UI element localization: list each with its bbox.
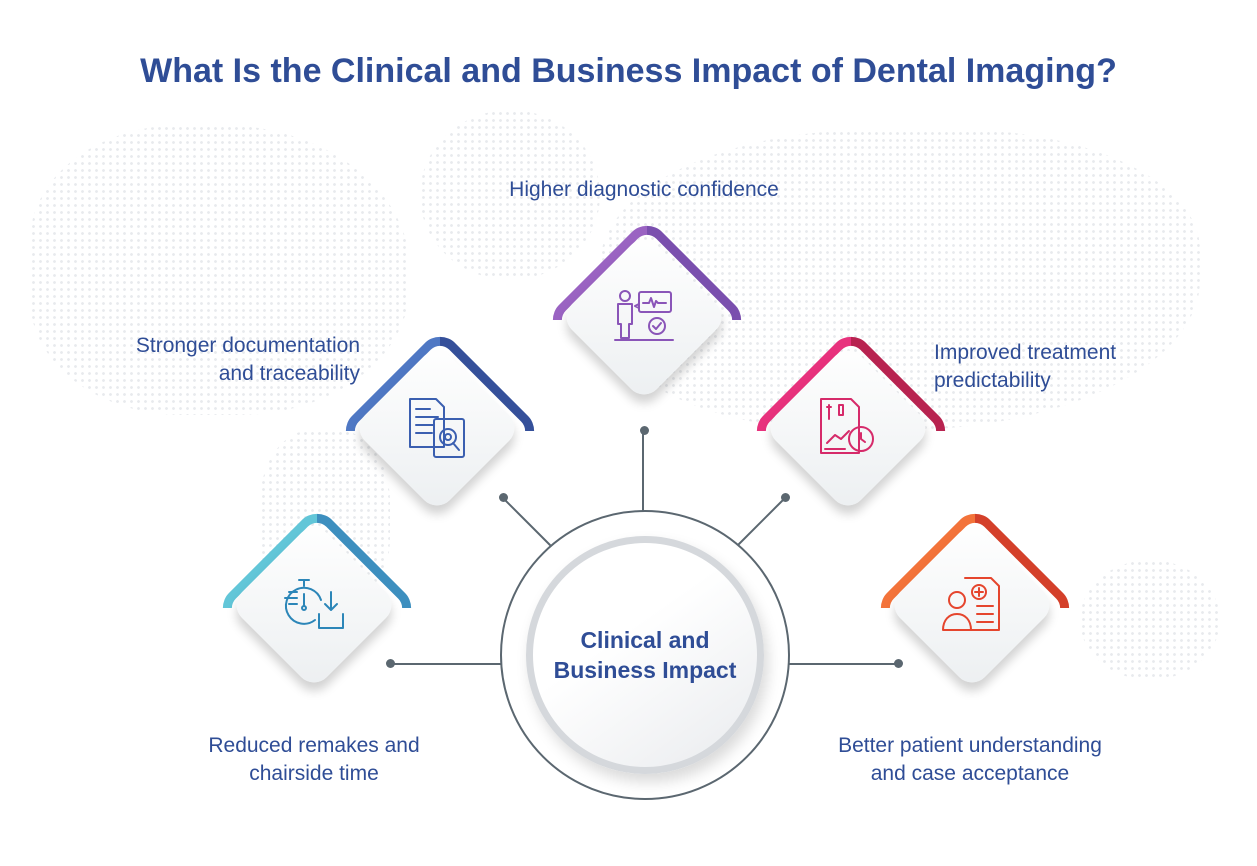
label-line: Higher diagnostic confidence (509, 178, 779, 201)
diamond-improved-treatment-predictability (747, 327, 955, 535)
label-line: Better patient understanding (838, 734, 1102, 757)
stopwatch-download-icon (279, 570, 349, 640)
report-clock-icon (813, 393, 883, 463)
diamond-stronger-documentation (336, 327, 544, 535)
connector-dot (385, 658, 395, 668)
label-line: Improved treatment (934, 341, 1117, 364)
connector-dot (639, 425, 649, 435)
label-higher-diagnostic-confidence: Higher diagnostic confidence (420, 176, 868, 204)
world-map-dots (30, 125, 410, 415)
label-line: and case acceptance (870, 762, 1070, 785)
label-improved-treatment-predictability: Improved treatment predictability (934, 339, 1234, 395)
connector-dot (498, 492, 508, 502)
label-line: Reduced remakes and (208, 734, 420, 757)
diamond-reduced-remakes (213, 504, 421, 712)
label-better-patient-understanding: Better patient understanding and case acc… (790, 732, 1150, 788)
patient-xray-report-icon (937, 570, 1007, 640)
label-stronger-documentation: Stronger documentation and traceability (60, 332, 360, 388)
connector-line (642, 431, 644, 511)
label-line: chairside time (249, 762, 379, 785)
center-label-line2: Business Impact (553, 657, 737, 683)
patient-monitor-check-icon (609, 282, 679, 352)
label-line: and traceability (218, 362, 360, 385)
world-map-dots (420, 110, 600, 280)
world-map-dots (1080, 560, 1220, 680)
diamond-better-patient-understanding (871, 504, 1079, 712)
connector-line (786, 663, 898, 665)
center-label: Clinical and Business Impact (554, 625, 737, 685)
connector-dot (780, 492, 790, 502)
connector-line (390, 663, 502, 665)
center-circle: Clinical and Business Impact (500, 510, 790, 800)
label-line: Stronger documentation (135, 334, 360, 357)
document-search-icon (402, 393, 472, 463)
page-title: What Is the Clinical and Business Impact… (140, 52, 1117, 90)
label-reduced-remakes: Reduced remakes and chairside time (164, 732, 464, 788)
center-label-line1: Clinical and (580, 627, 710, 653)
connector-dot (893, 658, 903, 668)
center-disk: Clinical and Business Impact (526, 536, 764, 774)
label-line: predictability (934, 369, 1051, 392)
diamond-higher-diagnostic-confidence (543, 216, 751, 424)
world-map-dots (600, 130, 1200, 430)
